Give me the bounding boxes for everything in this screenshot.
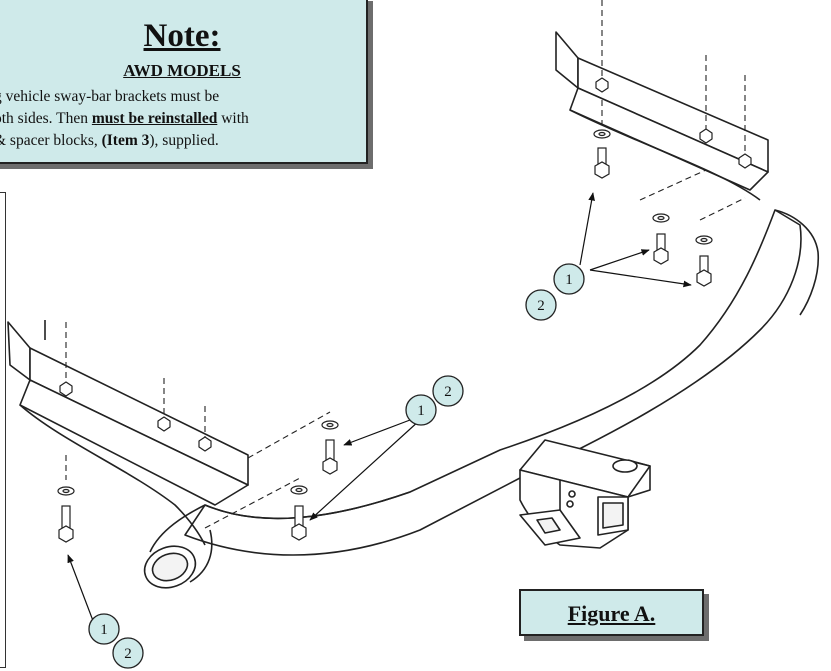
left-bracket-nuts [59, 381, 212, 452]
note-subtitle: AWD MODELS [123, 61, 241, 80]
callout-balloon-right-2: 2 [525, 289, 557, 321]
callout-balloon-left-2: 2 [112, 637, 144, 669]
note-title: Note: [143, 18, 221, 54]
svg-text:2: 2 [124, 646, 132, 662]
figure-label-box: Figure A. [519, 589, 704, 636]
figure-label: Figure A. [567, 601, 656, 626]
callout-balloon-mid-2: 2 [432, 375, 464, 407]
note-box: Note: AWD MODELS g vehicle sway-bar brac… [0, 0, 368, 164]
left-bracket [7, 320, 249, 546]
right-bracket [555, 31, 769, 201]
note-line-3: & spacer blocks, (Item 3), supplied. [0, 132, 219, 150]
note-line-3-text: & spacer blocks, [0, 132, 102, 149]
note-emphasis-reinstalled: must be reinstalled [91, 110, 218, 127]
callout-balloon-left-1: 1 [88, 613, 120, 645]
bolts [57, 129, 713, 543]
note-item-reference: (Item 3 [101, 132, 150, 149]
note-line-1-text: g vehicle sway-bar brackets must be [0, 88, 220, 105]
svg-text:1: 1 [565, 272, 573, 288]
note-line-2-end: with [217, 110, 249, 127]
callout-balloon-right-1: 1 [553, 263, 585, 295]
callout-arrows [67, 192, 692, 627]
svg-text:2: 2 [444, 384, 452, 400]
callout-balloon-mid-1: 1 [405, 394, 437, 426]
bolt-alignment-lines [65, 0, 746, 529]
side-panel-edge [0, 192, 6, 668]
svg-text:1: 1 [417, 403, 425, 419]
right-bracket-nuts [595, 77, 752, 169]
svg-text:2: 2 [537, 298, 545, 314]
note-line-1: g vehicle sway-bar brackets must be [0, 88, 219, 106]
receiver-tube [519, 439, 651, 549]
hitch-crossbar [143, 209, 820, 589]
note-line-2-text: oth sides. Then [0, 110, 92, 127]
note-line-2: oth sides. Then must be reinstalled with [0, 110, 249, 128]
svg-text:1: 1 [100, 622, 108, 638]
note-line-3-end: ), supplied. [149, 132, 219, 149]
